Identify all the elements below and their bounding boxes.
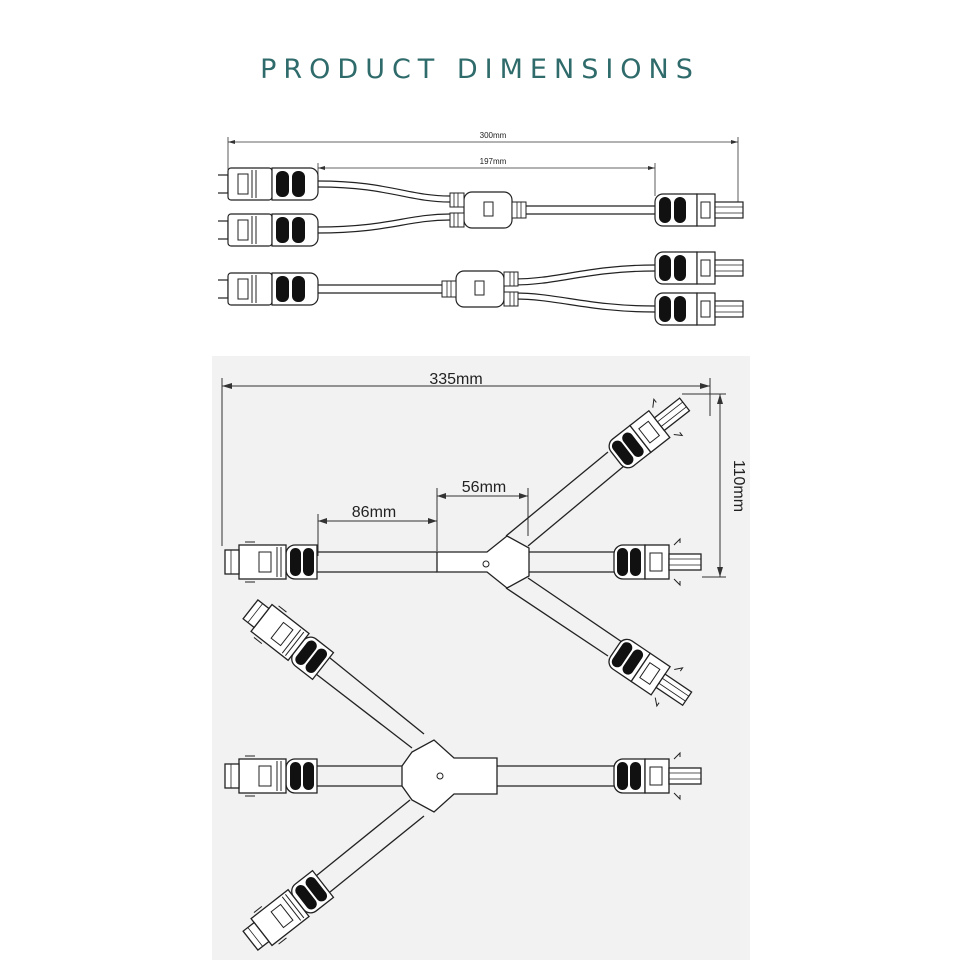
- two-way-branch-diagram: 300mm 197mm: [215, 122, 750, 327]
- female-connector: [237, 867, 336, 958]
- junction-length-label: 56mm: [462, 479, 506, 496]
- male-connector: [654, 292, 744, 326]
- assembly-female-to-three-male: [224, 385, 702, 719]
- total-length-dimension: 300mm: [227, 131, 739, 214]
- branch-length-dimension: 197mm: [317, 157, 656, 196]
- junction-marker: [436, 772, 444, 780]
- female-connector: [215, 272, 319, 306]
- y-splitter-body: [449, 191, 527, 229]
- assembly-three-female-to-male: [224, 592, 702, 958]
- junction-length-dimension: 56mm: [436, 479, 529, 551]
- y-junction-body: [401, 739, 498, 813]
- female-connector: [224, 541, 318, 583]
- total-length-label: 300mm: [480, 131, 507, 140]
- lead-length-dimension: 86mm: [317, 504, 437, 556]
- male-connector: [613, 752, 702, 800]
- three-way-branch-drawing: 335mm 110mm 86mm 56mm: [221, 371, 747, 958]
- male-connector: [601, 630, 701, 719]
- height-label: 110mm: [730, 460, 747, 512]
- height-dimension: 110mm: [682, 393, 747, 578]
- assembly-female-to-two-male: [215, 251, 744, 326]
- male-connector: [654, 193, 744, 227]
- total-length-dimension: 335mm: [221, 371, 711, 546]
- male-connector: [601, 385, 700, 477]
- female-connector: [224, 755, 318, 797]
- female-connector: [237, 592, 336, 683]
- junction-marker: [482, 560, 490, 568]
- y-junction-body: [436, 535, 530, 589]
- male-connector: [654, 251, 744, 285]
- y-splitter-body: [441, 270, 519, 308]
- female-connector: [215, 167, 319, 201]
- lead-length-label: 86mm: [352, 504, 396, 521]
- total-length-label: 335mm: [429, 371, 482, 388]
- page-title: PRODUCT DIMENSIONS: [260, 54, 700, 85]
- assembly-two-female-to-male: [215, 167, 744, 247]
- three-way-branch-diagram: 335mm 110mm 86mm 56mm: [212, 356, 750, 960]
- branch-length-label: 197mm: [480, 157, 507, 166]
- male-connector: [613, 538, 702, 586]
- two-way-branch-drawing: 300mm 197mm: [215, 131, 744, 326]
- female-connector: [215, 213, 319, 247]
